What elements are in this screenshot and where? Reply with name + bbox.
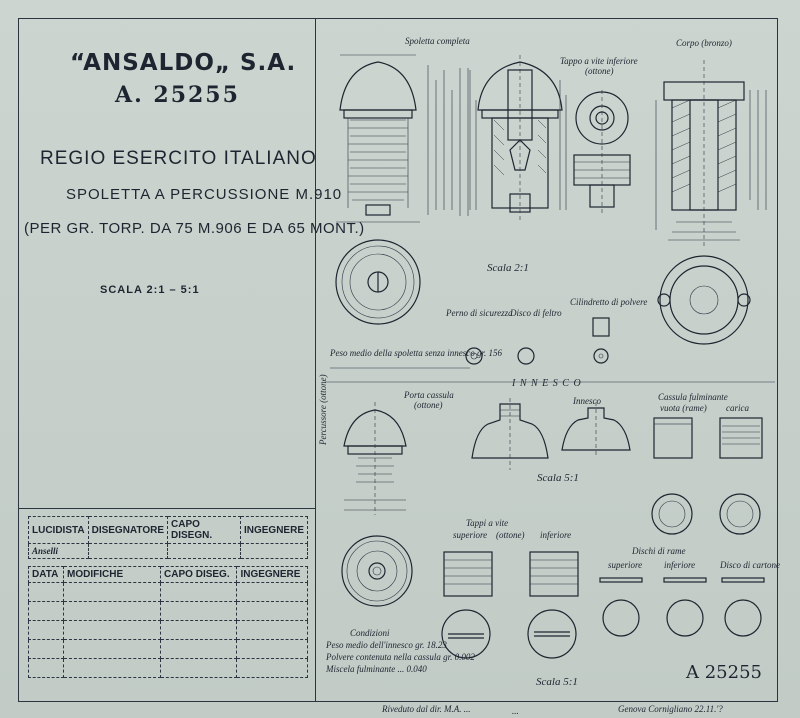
caption-scala-5-1-mid: Scala 5:1	[537, 472, 579, 484]
caption-porta-cassula-sub: (ottone)	[414, 400, 443, 410]
drawing-border	[18, 18, 778, 702]
caption-cond-2: Polvere contenuta nella cassula gr. 0.00…	[326, 652, 475, 662]
footer-right: Genova Cornigliano 22.11.'?	[618, 704, 723, 714]
fuze-top-view	[335, 239, 421, 325]
small-parts	[330, 317, 610, 369]
caption-cilindretto: Cilindretto di polvere	[570, 297, 648, 307]
caption-perno: Perno di sicurezza	[446, 308, 513, 318]
title-divider	[315, 18, 316, 702]
caption-cond-3: Miscela fulminante ... 0.040	[326, 664, 427, 674]
caption-scala-2-1: Scala 2:1	[487, 262, 529, 274]
cap-empty-drawing	[653, 417, 693, 459]
caption-cond-1: Peso medio dell'innesco gr. 18.23	[326, 640, 447, 650]
cap-loaded-drawing	[719, 417, 763, 459]
empty-cell	[239, 543, 309, 559]
caption-innesco-label: Innesco	[573, 396, 601, 406]
caption-disco-feltro: Disco di feltro	[510, 308, 562, 318]
primer-holder-drawing	[343, 402, 407, 515]
scale-note: SCALA 2:1 – 5:1	[100, 284, 200, 296]
header-ingegnere: INGEGNERE	[239, 516, 309, 544]
caption-spoletta-completa: Spoletta completa	[405, 36, 470, 46]
fuze-title: SPOLETTA A PERCUSSIONE M.910	[66, 186, 343, 203]
fuze-usage: (PER GR. TORP. DA 75 M.906 E DA 65 MONT.…	[24, 220, 365, 237]
caption-peso: Peso medio della spoletta senza innesco …	[330, 348, 502, 358]
footer-left: Riveduto dal dir. M.A. ...	[382, 704, 471, 714]
primer-bottom-view	[341, 535, 413, 607]
drawing-number: A. 25255	[115, 82, 240, 108]
revision-table: DATA MODIFICHE CAPO DISEG. INGEGNERE	[27, 566, 308, 678]
footer-signature: ...	[512, 706, 519, 716]
fuze-body-drawing	[655, 60, 767, 248]
caption-superiore: superiore	[453, 530, 488, 540]
screw-plugs-drawing	[441, 551, 579, 659]
caption-inferiore: inferiore	[540, 530, 572, 540]
caption-innesco: I N N E S C O	[512, 378, 582, 389]
caption-tappo-inferiore-sub: (ottone)	[585, 66, 614, 76]
caption-condizioni: Condizioni	[350, 628, 390, 638]
caption-cassula: Cassula fulminante	[658, 392, 728, 402]
caption-tappi: Tappi a vite	[466, 518, 509, 528]
caption-tappo-inferiore: Tappo a vite inferiore	[560, 56, 638, 66]
table-divider	[18, 508, 316, 509]
caption-corpo: Corpo (bronzo)	[676, 38, 732, 48]
copper-discs-drawing	[599, 577, 765, 637]
bottom-plug-drawing	[573, 90, 631, 215]
primer-external-drawing	[561, 402, 631, 458]
caption-disco-sup: superiore	[608, 560, 643, 570]
fuze-body-bottom-view	[657, 255, 751, 345]
caption-vuota: vuota (rame)	[660, 403, 707, 413]
caption-carica: carica	[726, 403, 749, 413]
army-heading: REGIO ESERCITO ITALIANO	[40, 148, 317, 169]
company-name: “ANSALDO„ S.A.	[70, 50, 297, 76]
caption-dischi-rame: Dischi di rame	[632, 546, 686, 556]
caption-scala-5-1-bottom: Scala 5:1	[536, 676, 578, 688]
header-lucidista: LUCIDISTA	[28, 516, 89, 544]
signature: Anselli	[28, 543, 89, 559]
fuze-section-drawing	[469, 55, 567, 220]
complete-fuze-drawing	[336, 54, 469, 223]
primer-section-drawing	[471, 398, 549, 470]
cap-round-views	[651, 493, 761, 535]
approval-table: LUCIDISTA DISEGNATORE CAPO DISEGN. INGEG…	[28, 516, 309, 559]
caption-disco-inf: inferiore	[664, 560, 696, 570]
caption-porta-cassula: Porta cassula	[404, 390, 454, 400]
bottom-drawing-number: A 25255	[686, 662, 762, 683]
caption-disco-cartone: Disco di cartone	[720, 560, 780, 570]
caption-ottone: (ottone)	[496, 530, 525, 540]
empty-cell	[87, 543, 169, 559]
